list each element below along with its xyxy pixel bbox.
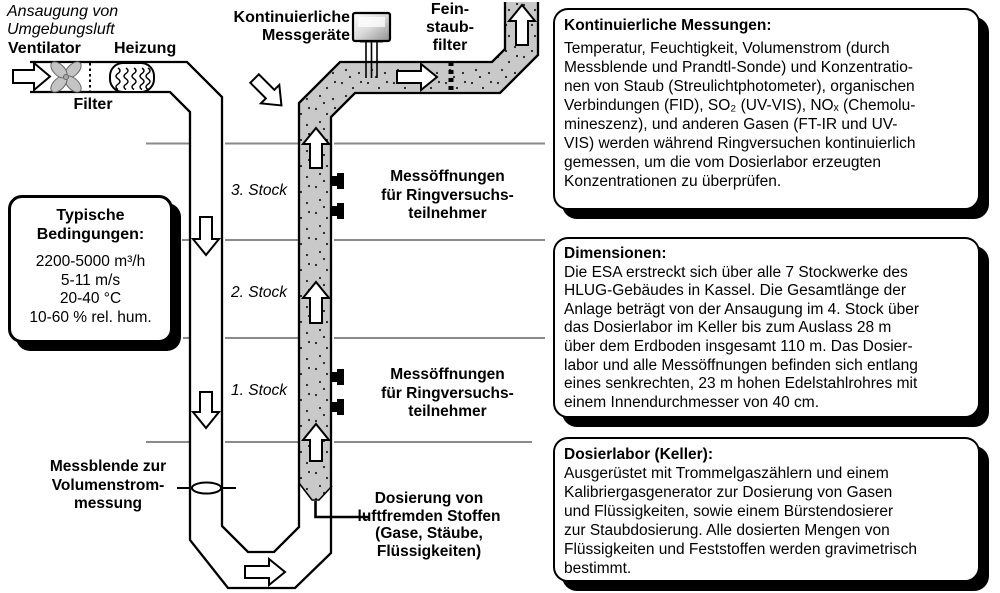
info-box-body: Temperatur, Feuchtigkeit, Volumenstrom (… xyxy=(564,40,916,190)
floor-lines xyxy=(146,142,545,443)
intake-title: Ansaugung von Umgebungsluft xyxy=(7,3,119,38)
fan-label: Ventilator xyxy=(8,40,81,57)
flow-arrow-bend xyxy=(248,72,283,107)
flow-arrow-up-1 xyxy=(300,126,332,169)
flow-arrow-down-2 xyxy=(190,391,222,430)
fine-dust-filter-label: Fein- staub- filter xyxy=(426,1,474,54)
flow-arrow-up-2 xyxy=(300,280,332,324)
flow-arrow-exhaust xyxy=(506,3,538,46)
info-box-heading: Kontinuierliche Messungen: xyxy=(564,17,772,34)
info-box-continuous-measurements: Kontinuierliche Messungen: Temperatur, F… xyxy=(553,8,980,210)
floor-label-2: 2. Stock xyxy=(231,284,287,301)
orifice-plate-icon xyxy=(177,481,236,495)
measurement-port xyxy=(331,203,344,219)
info-box-body: Ausgerüstet mit Trommelgaszählern und ei… xyxy=(564,465,917,577)
info-box-heading: Dosierlabor (Keller): xyxy=(564,446,714,463)
sampling-ports-label-upper: Messöffnungen für Ringversuchs- teilnehm… xyxy=(381,168,514,222)
flow-arrow-bottom xyxy=(244,556,287,588)
fan-icon xyxy=(50,61,82,93)
continuous-devices-label: Kontinuierliche Messgeräte xyxy=(233,9,350,44)
flow-arrow-down-1 xyxy=(190,216,222,257)
dosing-label: Dosierung von luftfremden Stoffen (Gase,… xyxy=(357,490,501,560)
sampling-ports-label-lower: Messöffnungen für Ringversuchs- teilnehm… xyxy=(381,366,514,420)
flow-arrow-inlet xyxy=(12,60,52,93)
dosing-leader-line xyxy=(314,501,369,519)
fresh-air-duct xyxy=(30,62,332,588)
floor-label-3: 3. Stock xyxy=(231,182,287,199)
filter-label: Filter xyxy=(73,96,113,113)
heater-icon xyxy=(109,62,155,93)
measurement-port xyxy=(331,369,344,385)
floor-label-1: 1. Stock xyxy=(231,382,287,399)
conditions-title: Typische Bedingungen: xyxy=(36,207,145,243)
measurement-port xyxy=(331,173,344,189)
info-box-dimensions: Dimensionen: Die ESA erstreckt sich über… xyxy=(553,237,980,418)
flow-arrow-top-duct xyxy=(396,61,439,93)
info-box-body: Die ESA erstreckt sich über alle 7 Stock… xyxy=(564,263,920,411)
measurement-port xyxy=(331,399,344,415)
orifice-label: Messblende zur Volumenstrom- messung xyxy=(49,458,167,512)
dosing-funnel xyxy=(298,482,333,501)
measurement-ports xyxy=(331,173,344,415)
conditions-values: 2200-5000 m³/h 5-11 m/s 20-40 °C 10-60 %… xyxy=(29,253,152,326)
info-box-dosing-lab: Dosierlabor (Keller): Ausgerüstet mit Tr… xyxy=(553,437,980,582)
typical-conditions-box: Typische Bedingungen: 2200-5000 m³/h 5-1… xyxy=(8,195,173,343)
flow-arrow-up-3 xyxy=(300,422,332,462)
monitor-icon xyxy=(351,11,392,78)
duct-outline-inner xyxy=(30,2,507,554)
info-box-heading: Dimensionen: xyxy=(564,245,667,262)
heater-label: Heizung xyxy=(114,40,177,57)
duct-outline-outer xyxy=(30,2,540,590)
